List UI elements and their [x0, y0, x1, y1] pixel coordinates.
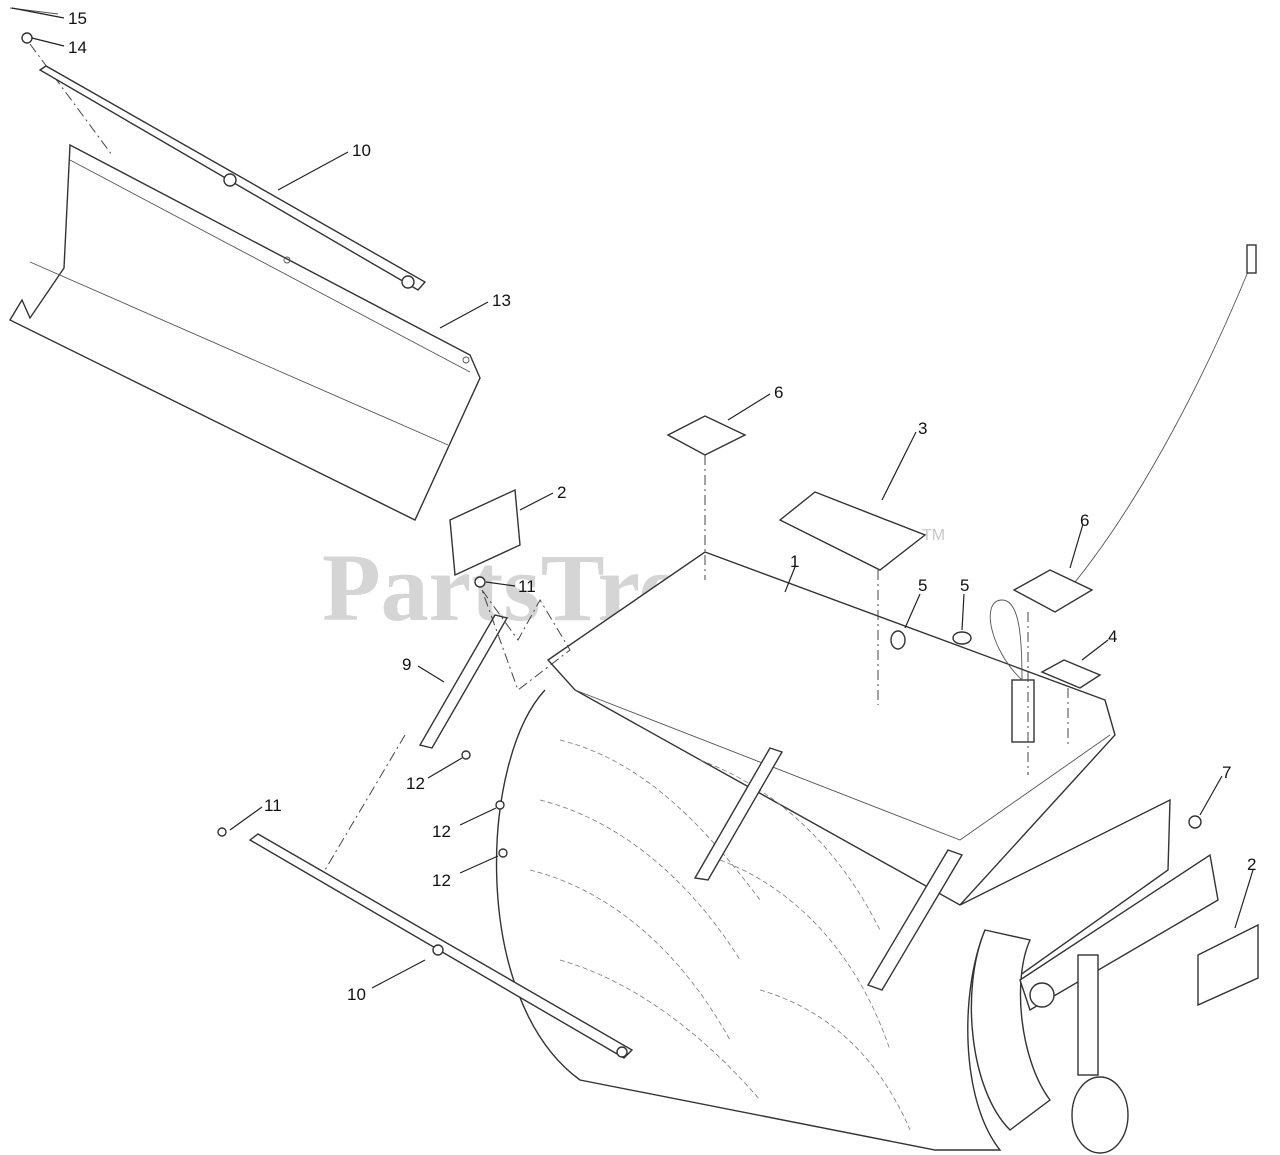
caster-post-part [1077, 954, 1099, 1076]
brush-part [495, 689, 1002, 1151]
shield-hole [462, 356, 470, 364]
hitch-arm-part [1019, 853, 1219, 1012]
brush-bristle [719, 859, 891, 1051]
callout-7: 7 [1222, 763, 1231, 782]
callout-6-top: 6 [774, 383, 783, 402]
callout-15: 15 [68, 9, 87, 28]
callout-14: 14 [68, 38, 87, 57]
callout-10-bottom: 10 [347, 985, 366, 1004]
hitch-pivot [1029, 982, 1055, 1008]
callout-9: 9 [402, 655, 411, 674]
callout-6-right: 6 [1080, 511, 1089, 530]
decal-3-part [778, 491, 927, 571]
decal-5-a [890, 630, 906, 650]
callout-5-b: 5 [960, 576, 969, 595]
nut-12-b [495, 800, 505, 810]
callout-4: 4 [1108, 627, 1117, 646]
decal-2-right [1197, 923, 1259, 1007]
brush-bristle [559, 739, 761, 901]
control-cable [1059, 261, 1253, 601]
callout-1: 1 [790, 552, 799, 571]
deflector-shield-part [9, 143, 481, 521]
caster-wheel-part [1071, 1076, 1129, 1154]
leader-lines [11, 7, 1254, 989]
nut-12-c [498, 848, 508, 858]
callout-12-c: 12 [432, 871, 451, 890]
callout-10-top: 10 [352, 141, 371, 160]
decal-6-top [666, 415, 747, 456]
rod-bolt [432, 944, 444, 956]
actuator-part [1011, 679, 1035, 743]
decal-5-b [952, 631, 972, 645]
sweeper-housing-assembly [495, 244, 1257, 1154]
callout-3: 3 [918, 419, 927, 438]
decal-4-part [1040, 659, 1102, 689]
brush-strap-part [693, 747, 784, 881]
decal-2-left [449, 488, 521, 577]
cable-plug-part [1246, 244, 1257, 274]
brush-bristle [699, 759, 881, 931]
decals [449, 415, 1259, 1007]
callout-2-right: 2 [1247, 855, 1256, 874]
shield-hole [283, 256, 291, 264]
callout-11-upper: 11 [518, 577, 536, 596]
callout-12-b: 12 [432, 822, 451, 841]
centerline [324, 734, 406, 871]
callout-11-lower: 11 [264, 796, 282, 815]
shield-line [69, 159, 471, 373]
washer-part [21, 32, 33, 44]
centerline [29, 43, 113, 156]
brush-bristle [759, 989, 911, 1131]
shield-line [29, 261, 449, 446]
callout-2-left: 2 [557, 483, 566, 502]
bolt-11-upper [474, 576, 486, 588]
rod-bolt [401, 275, 415, 289]
callout-labels: 15 14 10 13 6 3 2 1 11 5 5 6 4 9 12 12 1… [68, 9, 1256, 1004]
rod-bolt [223, 173, 237, 187]
brush-strap-part [866, 849, 964, 991]
brush-bristle [539, 799, 741, 961]
callout-12-a: 12 [406, 774, 425, 793]
nut-12-a [461, 750, 471, 760]
bolt-7-part [1188, 815, 1202, 829]
centerline [481, 589, 571, 691]
actuator-loop [989, 599, 1023, 681]
side-mount-assembly [217, 576, 1202, 1059]
callout-5-a: 5 [918, 576, 927, 595]
top-shield-assembly [9, 7, 481, 521]
watermark-tm: TM [922, 527, 945, 544]
housing-edge [574, 689, 1111, 841]
decal-6-right [1012, 569, 1094, 613]
brush-bristle [559, 959, 761, 1101]
bracket-9-part [418, 614, 509, 749]
rod-bolt [616, 1046, 628, 1058]
bolt-11-lower [217, 827, 227, 837]
callout-13: 13 [492, 291, 511, 310]
